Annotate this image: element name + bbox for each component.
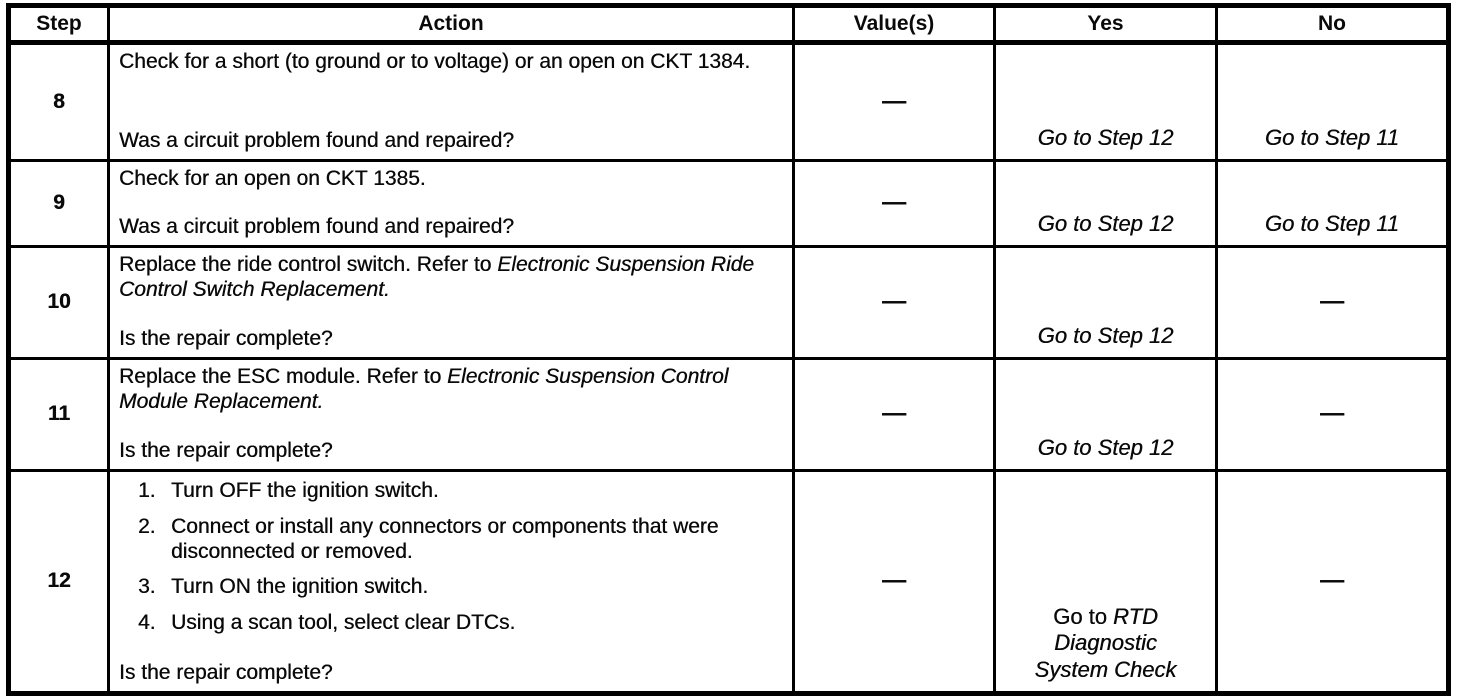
diagnostic-table: Step Action Value(s) Yes No 8 Check for … <box>6 3 1451 696</box>
no-goto-text: Go to Step 11 <box>1264 211 1400 237</box>
list-item-number: 1. <box>138 479 156 502</box>
scanned-page: Step Action Value(s) Yes No 8 Check for … <box>6 3 1451 696</box>
yes-goto-prefix: Go to <box>1053 603 1114 629</box>
list-item-number: 2. <box>138 514 156 538</box>
action-text-plain: Replace the ESC module. Refer to <box>119 365 448 388</box>
yes-goto-text: Go to Step 12 <box>1037 435 1174 461</box>
yes-goto-text: Go to Step 12 <box>1037 211 1174 237</box>
list-item: 4. Using a scan tool, select clear DTCs. <box>119 611 784 636</box>
table-row-step-10: 10 Replace the ride control switch. Refe… <box>7 245 1450 360</box>
no-goto-text: Go to Step 11 <box>1264 125 1400 151</box>
no-cell: — <box>1215 357 1450 472</box>
yes-cell: Go to Step 12 <box>993 245 1218 360</box>
yes-cell: Go to RTD Diagnostic System Check <box>993 469 1218 695</box>
action-cell: Replace the ESC module. Refer to Electro… <box>107 357 795 472</box>
no-cell: — <box>1215 469 1450 695</box>
action-question: Was a circuit problem found and repaired… <box>119 215 514 239</box>
action-text-plain: Replace the ride control switch. Refer t… <box>119 253 498 276</box>
column-header-yes: Yes <box>993 4 1218 45</box>
action-question: Was a circuit problem found and repaired… <box>119 129 514 153</box>
action-question: Is the repair complete? <box>119 661 333 685</box>
list-item-text: Turn ON the ignition switch. <box>171 575 429 599</box>
action-text: Check for a short (to ground or to volta… <box>119 50 751 73</box>
action-cell: Replace the ride control switch. Refer t… <box>107 245 795 360</box>
no-cell: Go to Step 11 <box>1215 41 1450 162</box>
no-cell: — <box>1215 245 1450 360</box>
column-header-no: No <box>1215 4 1450 45</box>
list-item: 1. Turn OFF the ignition switch. <box>119 479 784 504</box>
table-header-row: Step Action Value(s) Yes No <box>7 4 1450 45</box>
table-row-step-8: 8 Check for a short (to ground or to vol… <box>7 41 1450 162</box>
action-question: Is the repair complete? <box>119 327 333 351</box>
value-cell: — <box>792 469 996 695</box>
action-text-reference: Electronic Suspension Control Module Rep… <box>119 365 729 413</box>
step-number: 9 <box>7 159 110 248</box>
list-item-text: Connect or install any connectors or com… <box>171 514 719 563</box>
step-number: 8 <box>7 41 110 162</box>
value-cell: — <box>792 41 996 162</box>
yes-cell: Go to Step 12 <box>993 357 1218 472</box>
value-cell: — <box>792 357 996 472</box>
action-text: Check for an open on CKT 1385. <box>119 167 426 190</box>
action-text-reference: Electronic Suspension Ride Control Switc… <box>119 253 754 301</box>
column-header-step: Step <box>7 4 110 45</box>
list-item-text: Turn OFF the ignition switch. <box>171 479 439 502</box>
no-cell: Go to Step 11 <box>1215 159 1450 248</box>
table-row-step-12: 12 1. Turn OFF the ignition switch. 2. C… <box>7 469 1450 695</box>
yes-cell: Go to Step 12 <box>993 41 1218 162</box>
table-row-step-11: 11 Replace the ESC module. Refer to Elec… <box>7 357 1450 472</box>
list-item: 2. Connect or install any connectors or … <box>119 515 784 565</box>
list-item: 3. Turn ON the ignition switch. <box>119 575 784 600</box>
yes-goto-text: Go to Step 12 <box>1037 323 1174 349</box>
step-number: 11 <box>7 357 110 472</box>
action-cell: Check for an open on CKT 1385. Was a cir… <box>107 159 795 248</box>
action-numbered-list: 1. Turn OFF the ignition switch. 2. Conn… <box>119 479 784 647</box>
list-item-number: 4. <box>138 611 156 635</box>
column-header-values: Value(s) <box>792 4 996 45</box>
column-header-action: Action <box>107 4 795 45</box>
yes-goto-text: Go to RTD Diagnostic System Check <box>1021 604 1191 684</box>
step-number: 10 <box>7 245 110 360</box>
list-item-text: Using a scan tool, select clear DTCs. <box>171 611 516 635</box>
step-number: 12 <box>7 469 110 695</box>
table-row-step-9: 9 Check for an open on CKT 1385. Was a c… <box>7 159 1450 248</box>
action-text: Replace the ESC module. Refer to Electro… <box>119 365 784 415</box>
action-text: Replace the ride control switch. Refer t… <box>119 253 784 303</box>
value-cell: — <box>792 245 996 360</box>
action-cell: 1. Turn OFF the ignition switch. 2. Conn… <box>107 469 795 695</box>
action-cell: Check for a short (to ground or to volta… <box>107 41 795 162</box>
yes-cell: Go to Step 12 <box>993 159 1218 248</box>
action-question: Is the repair complete? <box>119 439 333 463</box>
value-cell: — <box>792 159 996 248</box>
list-item-number: 3. <box>138 575 156 599</box>
yes-goto-text: Go to Step 12 <box>1037 125 1174 151</box>
